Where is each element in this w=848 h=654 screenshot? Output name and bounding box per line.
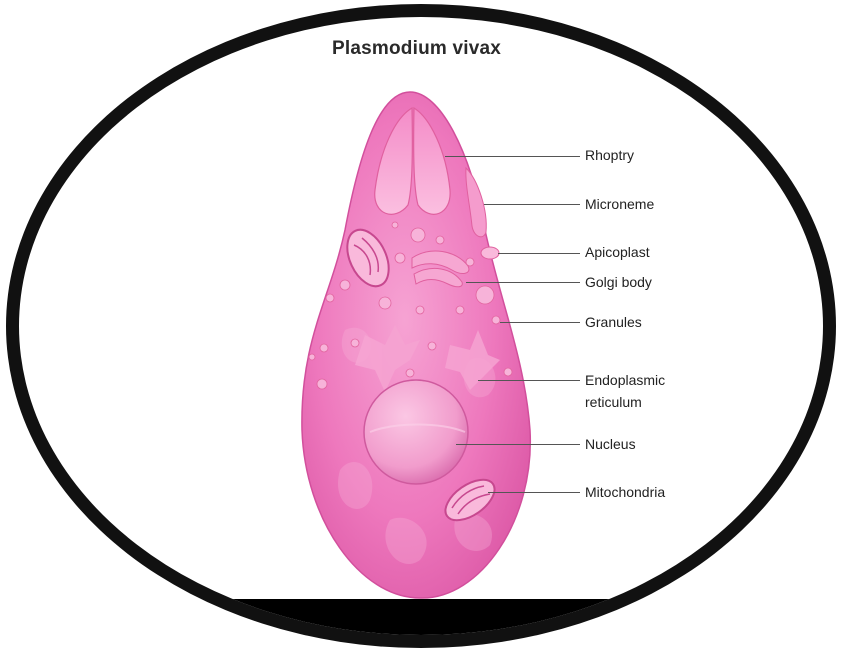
leader-mitochondria xyxy=(488,492,580,493)
label-apicoplast: Apicoplast xyxy=(585,242,650,262)
label-rhoptry: Rhoptry xyxy=(585,145,634,165)
leader-er xyxy=(478,380,580,381)
label-golgi-body: Golgi body xyxy=(585,272,652,292)
leader-apicoplast xyxy=(498,253,580,254)
label-er-line2: reticulum xyxy=(585,392,642,412)
diagram-title: Plasmodium vivax xyxy=(332,38,501,60)
apicoplast xyxy=(481,247,499,259)
label-granules: Granules xyxy=(585,312,642,332)
leader-rhoptry xyxy=(445,156,580,157)
label-nucleus: Nucleus xyxy=(585,434,636,454)
label-microneme: Microneme xyxy=(585,194,654,214)
label-er-line1: Endoplasmic xyxy=(585,370,665,390)
leader-nucleus xyxy=(456,444,580,445)
leader-granules xyxy=(500,322,580,323)
leader-golgi xyxy=(466,282,580,283)
label-mitochondria: Mitochondria xyxy=(585,482,665,502)
nucleus xyxy=(364,380,468,484)
leader-microneme xyxy=(484,204,580,205)
